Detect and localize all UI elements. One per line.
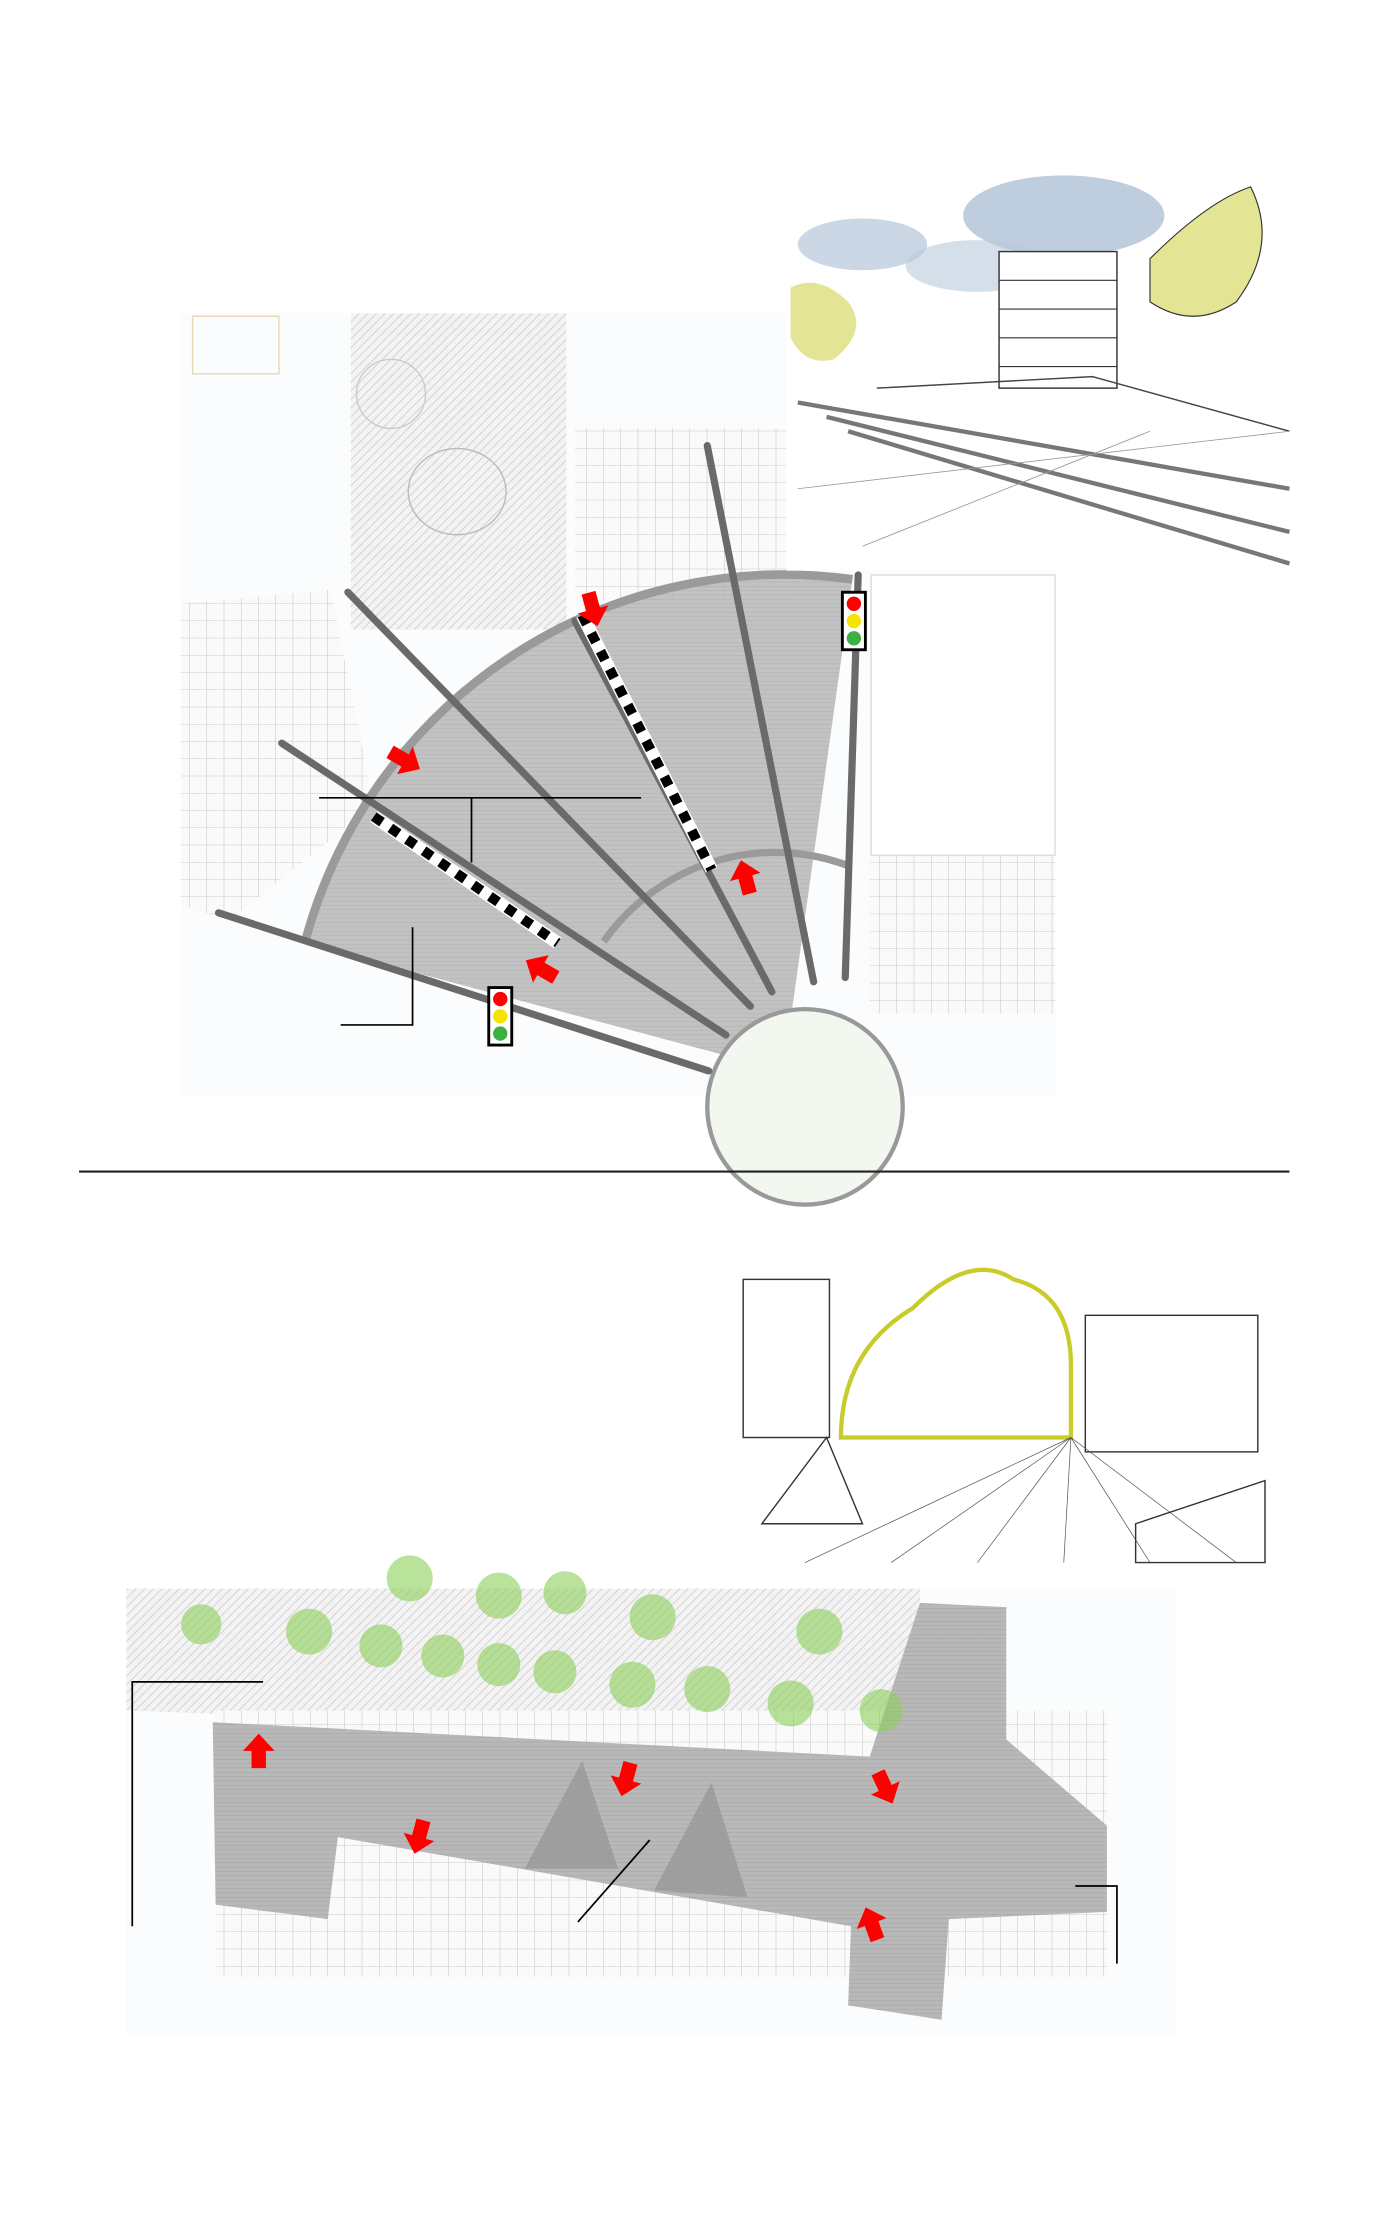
boulevard-plan — [126, 1555, 1176, 2035]
paved-plaza — [212, 1602, 1107, 2020]
traffic-light-icon — [487, 986, 514, 1047]
boulevard-perspective-sketch — [740, 1265, 1268, 1564]
callout-lines — [131, 1681, 1118, 1964]
crosswalk — [370, 811, 562, 949]
traffic-light-icon — [840, 590, 867, 652]
street-perspective-sketch — [786, 172, 1291, 571]
roundabout — [705, 1006, 905, 1207]
plaza-outer-sector — [304, 574, 853, 1071]
trees — [181, 1555, 903, 1733]
callout-lines — [319, 796, 642, 1026]
crosswalk — [576, 612, 718, 873]
